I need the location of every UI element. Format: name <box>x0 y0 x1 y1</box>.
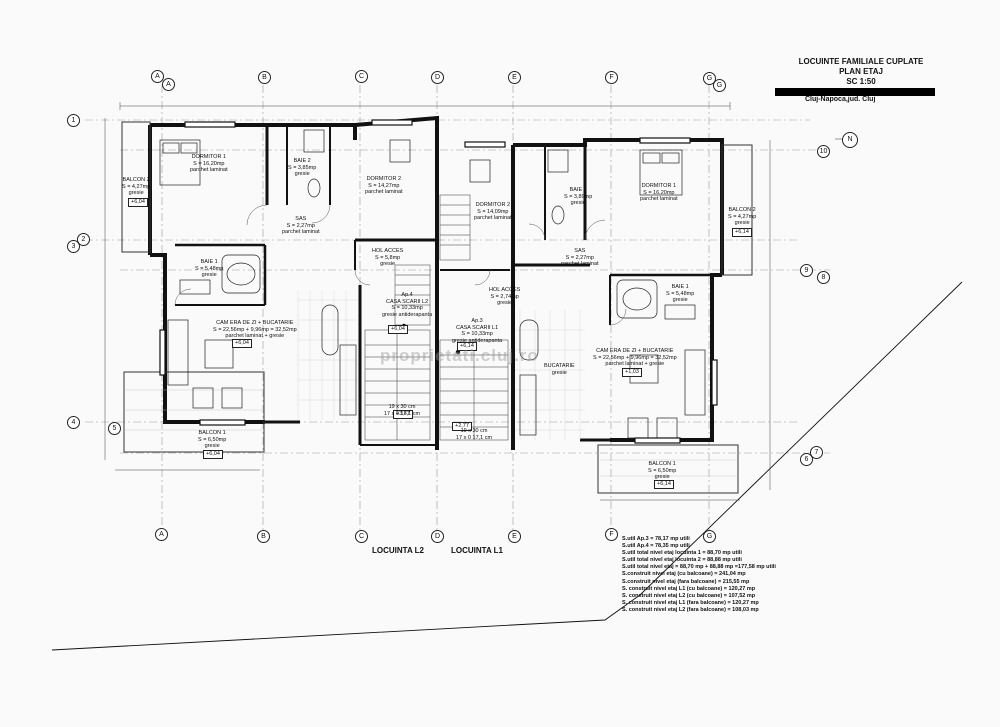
stair-l1 <box>439 339 509 441</box>
stat-line: S.util total nivel etaj locuinta 2 = 88,… <box>622 557 742 564</box>
stat-line: S. construit nivel etaj L1 (fara balcoan… <box>622 599 759 606</box>
stair-l2 <box>364 329 431 441</box>
balcony-tiles <box>124 389 738 477</box>
unit-label-l1: LOCUINTA L1 <box>451 546 503 555</box>
area-statistics: S.util Ap.3 = 78,17 mp utili S.util Ap.4… <box>622 536 776 614</box>
level-mark: +3,67 <box>393 410 413 419</box>
stat-line: S.util total nivel etaj = 88,70 mp + 88,… <box>622 564 776 571</box>
level-mark: +6,04 <box>232 339 252 348</box>
level-mark: +6,04 <box>128 198 148 207</box>
site-boundary <box>51 281 963 651</box>
axis-bubble-bottom: A <box>155 528 168 541</box>
axis-bubble-bottom: F <box>605 528 618 541</box>
axis-bubble-bottom: G <box>703 530 716 543</box>
axis-bubble-bottom: C <box>355 530 368 543</box>
unit-label-l2: LOCUINTA L2 <box>372 546 424 555</box>
redacted-address-bar <box>775 88 935 96</box>
axis-bubble-top: F <box>605 71 618 84</box>
level-mark: +6,14 <box>654 480 674 489</box>
door-swings <box>174 204 627 326</box>
axis-bubble-top: E <box>508 71 521 84</box>
stat-line: S. construit nivel etaj L1 (cu balcoane)… <box>622 585 756 592</box>
furniture-right <box>469 149 706 439</box>
axis-bubble-left: 1 <box>67 114 80 127</box>
axis-bubble-right: 10 <box>817 145 830 158</box>
title-line-1: LOCUINTE FAMILIALE CUPLATE <box>798 57 924 66</box>
axis-bubble-top: G <box>703 72 716 85</box>
stat-line: S.construit nivel etaj (cu balcoane) = 2… <box>622 571 746 578</box>
balconies <box>121 121 753 494</box>
axis-bubble-right: 9 <box>800 264 813 277</box>
level-mark: +1,03 <box>622 368 642 377</box>
title-line-2: PLAN ETAJ <box>839 67 883 76</box>
axis-bubble-right: 8 <box>817 271 830 284</box>
upper-stairs <box>394 194 471 326</box>
level-mark: +6,04 <box>388 325 408 334</box>
title-block: LOCUINTE FAMILIALE CUPLATE PLAN ETAJ SC … <box>786 57 936 87</box>
location-text: Cluj-Napoca,jud. Cluj <box>805 96 876 103</box>
axis-bubble-bottom: E <box>508 530 521 543</box>
title-line-3: SC 1:50 <box>846 77 876 86</box>
axis-bubble-top: A <box>151 70 164 83</box>
axis-bubble-top: D <box>431 71 444 84</box>
axis-bubble-left: 2 <box>77 233 90 246</box>
stat-line: S.util total nivel etaj locuinta 1 = 88,… <box>622 550 742 557</box>
level-mark: +6,14 <box>457 342 477 351</box>
stair-note: 19 x 30 cm 17 x 0 17,1 cm <box>384 404 421 417</box>
axis-bubble-top: A <box>162 78 175 91</box>
axis-bubble-top: B <box>258 71 271 84</box>
floor-tile-pattern <box>297 290 585 440</box>
stat-line: S. construit nivel etaj L2 (fara balcoan… <box>622 606 759 613</box>
stat-line: S.util Ap.4 = 78,35 mp utili <box>622 543 690 550</box>
axis-bubble-top: C <box>355 70 368 83</box>
dimension-lines <box>104 102 771 501</box>
level-mark: +2,77 <box>452 422 472 431</box>
watermark: proprietati.cluj.ro <box>380 346 539 365</box>
stat-line: S.construit nivel etaj (fara balcoane) =… <box>622 578 750 585</box>
axis-bubble-top: G <box>713 79 726 92</box>
level-mark: +6,04 <box>203 450 223 459</box>
north-arrow-icon: N <box>842 132 858 148</box>
stat-line: S.util Ap.3 = 78,17 mp utili <box>622 536 690 542</box>
furniture-left <box>159 129 411 416</box>
stair-note: 19 x 30 cm 17 x 0 17,1 cm <box>456 428 493 441</box>
axis-bubble-bottom: D <box>431 530 444 543</box>
axis-bubble-right: 6 <box>800 453 813 466</box>
axis-bubble-left: 3 <box>67 240 80 253</box>
windows <box>159 119 718 444</box>
axis-bubble-left: 4 <box>67 416 80 429</box>
axis-bubble-bottom: B <box>257 530 270 543</box>
axis-bubble-right: 7 <box>810 446 823 459</box>
level-mark: +6,14 <box>732 228 752 237</box>
axis-bubble-left: 5 <box>108 422 121 435</box>
stat-line: S. construit nivel etaj L2 (cu balcoane)… <box>622 592 756 599</box>
